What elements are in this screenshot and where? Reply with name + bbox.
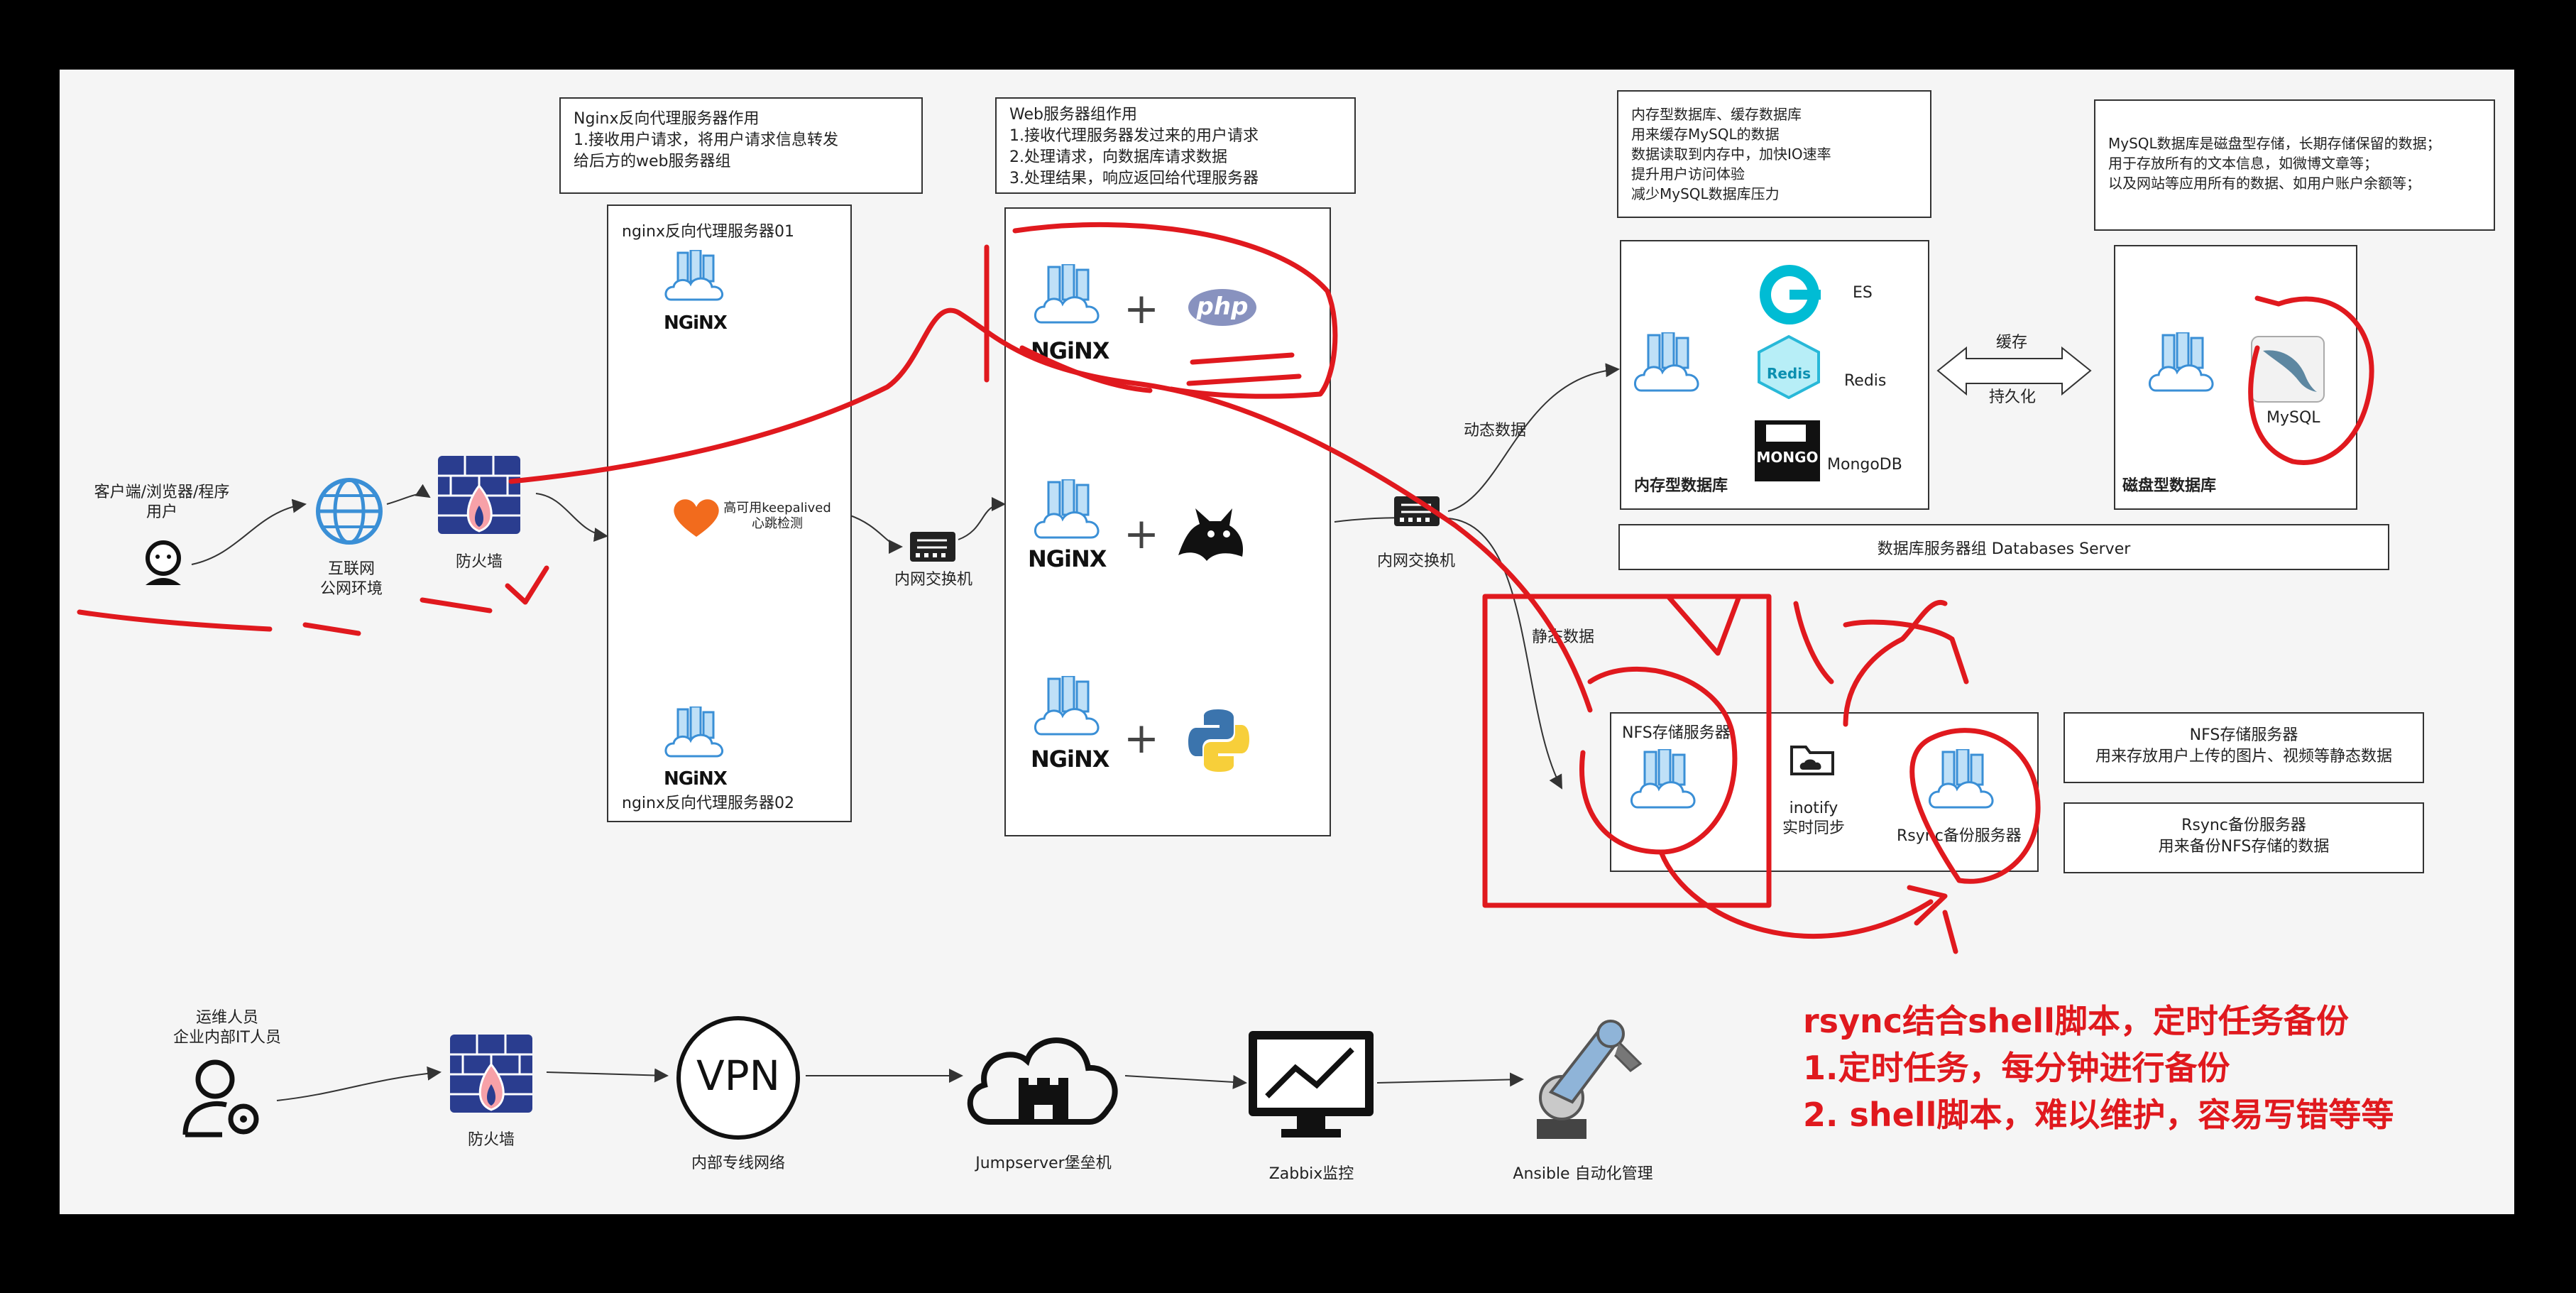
elasticsearch-icon: [1760, 265, 1821, 324]
mongodb-icon: [1755, 420, 1820, 481]
nginx-note: Nginx反向代理服务器作用 1.接收用户请求，将用户请求信息转发 给后方的we…: [559, 97, 923, 194]
cache-label: 缓存: [1996, 334, 2028, 351]
user-icon: [146, 540, 181, 585]
nfs-label: NFS存储服务器: [1622, 724, 1731, 742]
mysql-note: MySQL数据库是磁盘型存储，长期存储保留的数据； 用于存放所有的文本信息，如微…: [2094, 99, 2495, 231]
keepalived-label: 高可用keepalived 心跳检测: [723, 501, 831, 531]
switch2-label: 内网交换机: [1376, 552, 1455, 570]
nginx-proxy-01-label: nginx反向代理服务器01: [622, 223, 794, 241]
internet-label: 互联网 公网环境: [319, 560, 383, 598]
zabbix-label: Zabbix监控: [1268, 1165, 1354, 1183]
mysql-label: MySQL: [2267, 409, 2320, 427]
folder-cloud-icon: [1790, 746, 1834, 775]
rsync-label: Rsync备份服务器: [1897, 827, 2022, 845]
server-cloud-icon: [2149, 332, 2214, 392]
static-data-label: 静态数据: [1532, 628, 1595, 646]
mongodb-label: MongoDB: [1827, 456, 1902, 474]
nginx-proxy-02-label: nginx反向代理服务器02: [622, 795, 794, 812]
server-cloud-icon: [664, 250, 723, 301]
globe-icon: [316, 478, 383, 545]
jumpserver-label: Jumpserver堡垒机: [975, 1155, 1112, 1172]
nginx-logo-01: NGiNX: [664, 312, 728, 334]
mysql-icon: [2251, 336, 2325, 403]
db-group-box: [1618, 524, 2389, 570]
plus-sign: +: [1123, 284, 1160, 334]
persist-label: 持久化: [1989, 388, 2037, 406]
ops-person-label: 运维人员 企业内部IT人员: [173, 1009, 281, 1047]
zabbix-monitor-icon: [1249, 1031, 1374, 1137]
plus-sign: +: [1123, 714, 1160, 763]
firewall-label: 防火墙: [455, 553, 503, 571]
firewall-icon: [450, 1035, 532, 1113]
memory-db-note: 内存型数据库、缓存数据库 用来缓存MySQL的数据 数据读取到内存中，加快IO速…: [1617, 90, 1931, 218]
ansible-label: Ansible 自动化管理: [1513, 1165, 1653, 1183]
server-cloud-icon: [1034, 264, 1100, 324]
handwritten-note: rsync结合shell脚本，定时任务备份 1.定时任务，每分钟进行备份 2. …: [1803, 1002, 2394, 1134]
inotify-label: inotify 实时同步: [1782, 800, 1845, 837]
nginx-logo-web3: NGiNX: [1031, 746, 1109, 773]
server-cloud-icon: [1929, 749, 1994, 809]
vpn-icon: [676, 1016, 800, 1140]
nginx-logo-02: NGiNX: [664, 768, 728, 790]
ops-firewall-label: 防火墙: [467, 1131, 515, 1149]
memory-db-title: 内存型数据库: [1634, 477, 1728, 495]
ansible-robot-arm-icon: [1537, 1020, 1643, 1139]
nginx-logo-web1: NGiNX: [1031, 337, 1109, 364]
es-label: ES: [1853, 284, 1873, 302]
php-text: php: [1196, 293, 1249, 321]
server-cloud-icon: [1630, 749, 1696, 809]
client-label: 客户端/浏览器/程序 用户: [94, 484, 230, 521]
tomcat-icon: [1178, 508, 1244, 561]
redis-badge: Redis: [1766, 365, 1812, 382]
server-cloud-icon: [1034, 479, 1100, 539]
disk-db-title: 磁盘型数据库: [2122, 477, 2217, 495]
python-logo-icon: [1188, 709, 1249, 772]
vpn-label: 内部专线网络: [691, 1155, 785, 1172]
jumpserver-castle-icon: [967, 1037, 1118, 1125]
heart-icon: [674, 499, 719, 537]
firewall-icon: [438, 456, 520, 534]
nfs-note: NFS存储服务器 用来存放用户上传的图片、视频等静态数据: [2063, 712, 2424, 783]
vpn-text: VPN: [696, 1052, 781, 1100]
switch-icon: [910, 532, 955, 562]
dynamic-data-label: 动态数据: [1464, 422, 1527, 440]
admin-user-icon: [182, 1059, 259, 1137]
rsync-note: Rsync备份服务器 用来备份NFS存储的数据: [2063, 802, 2424, 873]
redis-icon: [1758, 334, 1820, 399]
db-group-label: 数据库服务器组 Databases Server: [1877, 540, 2131, 558]
nginx-logo-web2: NGiNX: [1028, 545, 1107, 572]
redis-label: Redis: [1844, 372, 1887, 390]
web-note: Web服务器组作用 1.接收代理服务器发过来的用户请求 2.处理请求，向数据库请…: [995, 97, 1356, 194]
plus-sign: +: [1123, 509, 1160, 559]
server-cloud-icon: [1634, 332, 1699, 392]
mongo-badge: MONGO: [1756, 449, 1819, 466]
server-cloud-icon: [1034, 676, 1100, 736]
switch1-label: 内网交换机: [894, 571, 972, 589]
switch-icon: [1394, 496, 1440, 526]
server-cloud-icon: [664, 706, 723, 758]
